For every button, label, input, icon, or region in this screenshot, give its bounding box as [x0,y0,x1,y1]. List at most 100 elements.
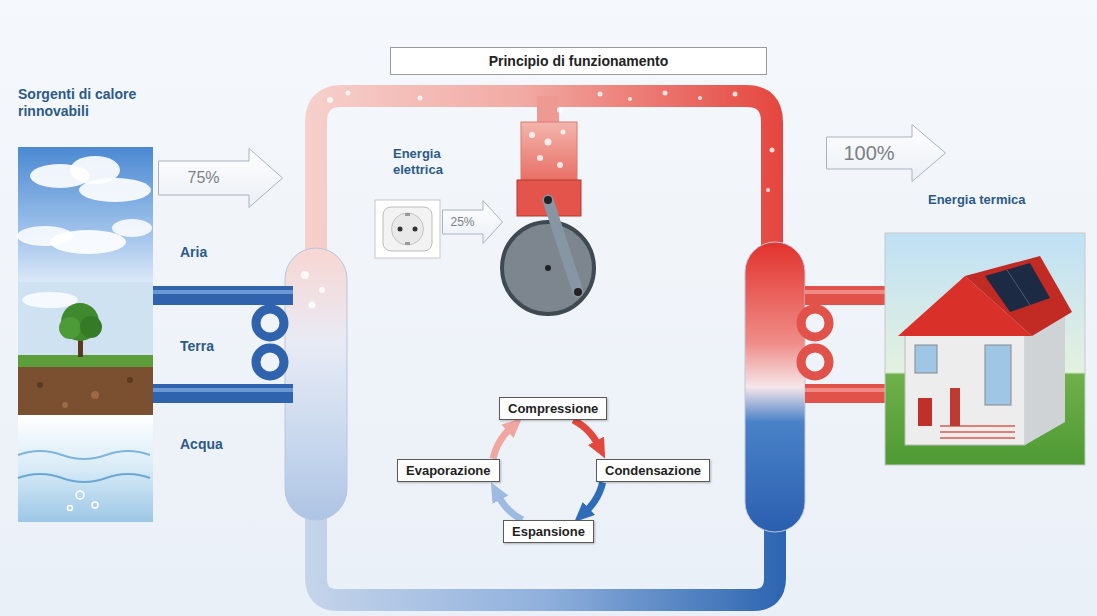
refrigerant-bubbles [628,97,632,101]
earth-image [18,282,153,415]
source-coil [153,388,293,392]
compressor [574,288,582,296]
house-image [940,426,1015,438]
water-image [68,506,73,511]
compressor [545,139,552,146]
process-label: Condensazione [605,463,701,478]
evaporator [309,302,316,309]
compressor [502,222,594,314]
percentage-text: 75% [187,169,219,187]
refrigerant-bubbles [698,96,702,100]
earth-image [37,382,43,388]
block-arrow: 100% [826,124,946,182]
cycle-arrow [493,429,510,459]
compressor [544,196,552,204]
compressor [561,130,566,135]
text-label: Acqua [180,436,223,453]
earth-image [22,292,78,308]
evaporator [285,248,347,520]
compressor [545,265,551,271]
refrigerant-bubbles [598,92,603,97]
refrigerant-bubbles [770,148,775,153]
house-image [950,388,960,426]
cycle-arrow [586,482,603,511]
block-arrow-shape [158,148,283,208]
water-image [92,502,98,508]
evaporator [285,248,347,520]
house-image [965,256,1072,336]
refrigerant-bubbles [327,97,333,103]
power-socket [375,200,440,258]
condenser [745,242,805,532]
title-box: Principio di funzionamento [390,47,767,75]
process-box: Evaporazione [397,459,500,482]
power-socket [405,213,410,216]
house-image [1007,270,1030,305]
air-image [18,147,153,282]
earth-image [18,282,153,415]
process-box: Condensazione [596,459,710,482]
earth-image [18,367,153,415]
block-arrow-outline [827,125,946,182]
refrigerant-bubbles [346,91,351,96]
house-image [918,398,932,426]
text-label: Sorgenti di calore rinnovabili [18,86,168,120]
refrigerant-bubbles [766,188,770,192]
source-coil [153,286,293,305]
earth-image [59,317,81,339]
air-image [50,230,126,254]
evaporator [319,287,325,293]
house-image [885,233,1085,465]
house-image [905,330,1025,445]
source-coil [256,309,284,337]
air-image [112,219,152,237]
block-arrow: 75% [158,148,283,208]
power-socket [383,207,432,251]
cycle-arrow [573,420,598,444]
heating-coil [801,348,829,376]
power-socket [413,227,418,232]
process-label: Evaporazione [406,463,491,478]
house-image [985,263,1050,312]
source-coil [153,286,293,403]
diagram-title: Principio di funzionamento [489,53,669,69]
compressor [557,162,563,168]
power-socket [398,227,403,232]
block-arrow-outline [159,149,283,208]
compressor [521,122,577,184]
text-label: Aria [180,244,207,261]
house-image [915,345,937,373]
refrigerant-bubbles [733,92,738,97]
source-coil [153,384,293,403]
text-label: Terra [180,338,214,355]
process-label: Compressione [508,401,598,416]
cycle-arrow [499,496,523,520]
compressor [529,132,535,138]
house-image [985,345,1011,405]
water-image [18,415,153,522]
evaporator [301,271,309,279]
block-arrow: 25% [442,200,503,244]
power-socket [405,242,410,245]
process-label: Espansione [512,524,585,539]
house-image [885,233,1085,465]
text-label: Energia elettrica [393,146,483,177]
arrow-body: 100% [826,137,912,169]
earth-image [62,402,68,408]
process-box: Compressione [499,397,607,420]
heating-coil [801,286,885,403]
earth-image [18,355,153,367]
water-image [18,415,153,522]
refrigerant-bubbles [557,107,563,113]
air-image [17,147,153,282]
heating-coil [805,286,885,305]
arrow-body: 75% [158,161,249,195]
heating-coil [805,388,885,392]
percentage-text: 25% [450,215,474,229]
earth-image [91,391,99,399]
refrigerant-bubbles [327,91,775,193]
compressor [502,122,594,314]
heating-coil [805,384,885,403]
power-socket [392,213,424,245]
